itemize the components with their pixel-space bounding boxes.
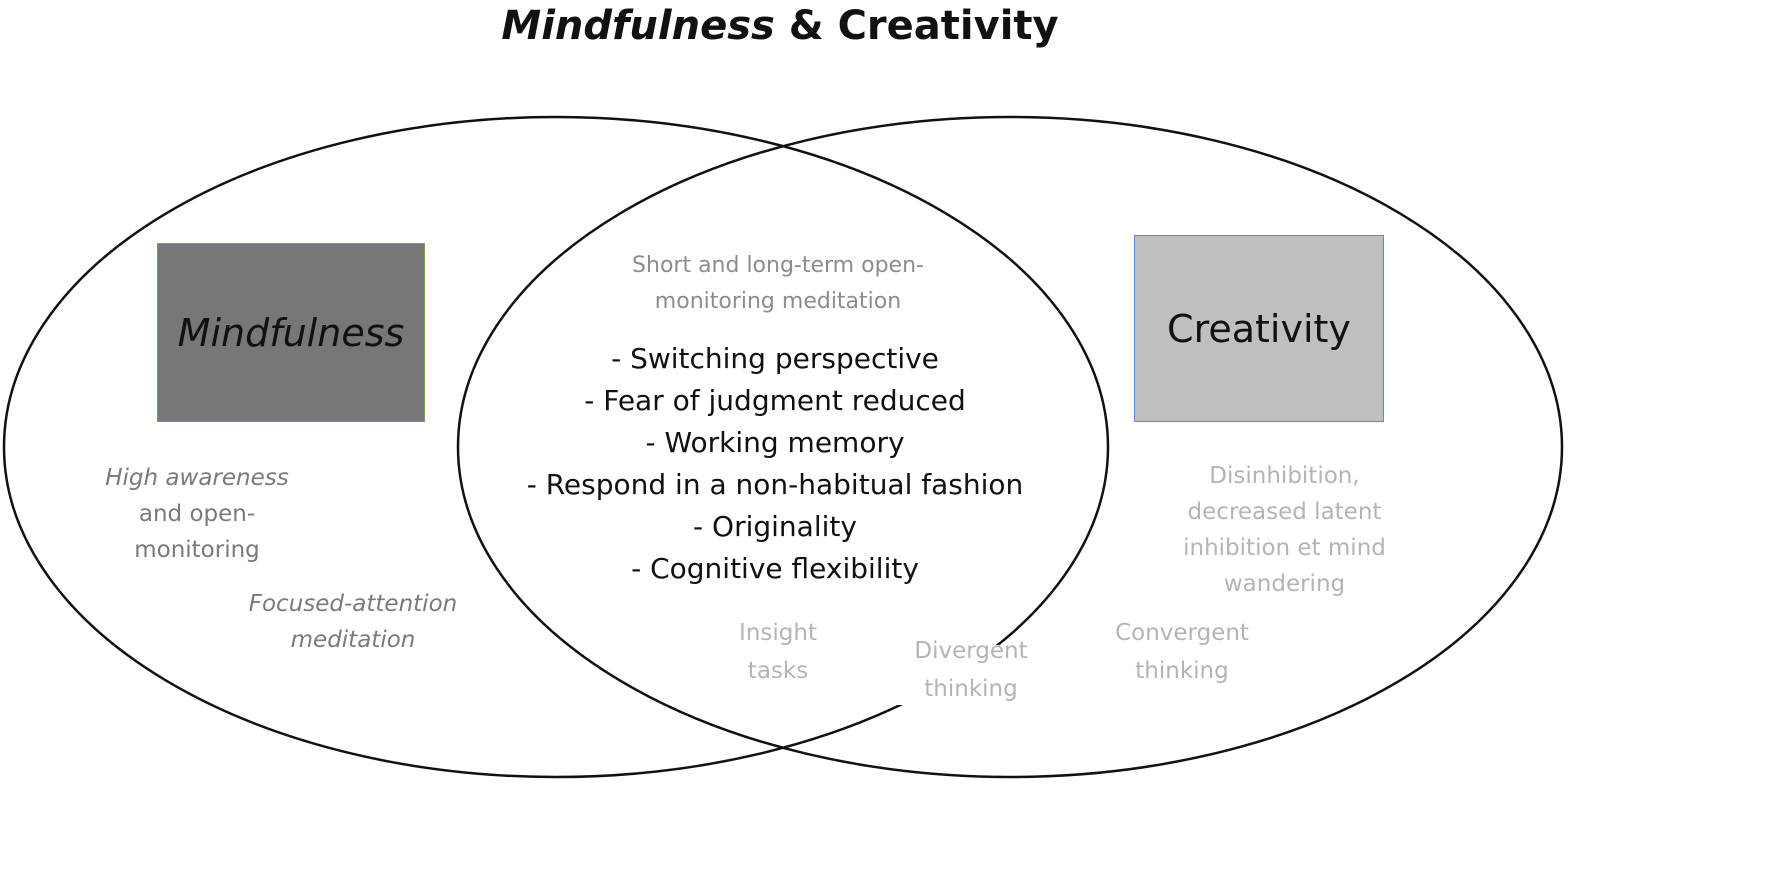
mindfulness-box-label: Mindfulness — [177, 310, 405, 355]
overlap-intro: Short and long-term open- monitoring med… — [578, 248, 978, 320]
high-awareness-line: and open- — [138, 501, 256, 527]
mechanism-item: - Respond in a non-habitual fashion — [526, 468, 1024, 501]
divergent-thinking-line: Divergent — [914, 638, 1028, 664]
insight-tasks-line: Insight — [739, 620, 817, 646]
insight-tasks-label: Insight tasks — [708, 614, 848, 690]
mechanism-item: - Originality — [693, 510, 857, 543]
creativity-box-label: Creativity — [1167, 306, 1351, 351]
focused-attention-line: Focused-attention — [248, 591, 458, 617]
convergent-thinking-line: Convergent — [1115, 620, 1249, 646]
creativity-box: Creativity — [1134, 235, 1384, 422]
overlap-mechanisms: - Switching perspective - Fear of judgme… — [470, 338, 1080, 590]
diagram-title: Mindfulness & Creativity — [0, 2, 1560, 50]
disinhibition-line: wandering — [1223, 571, 1346, 597]
focused-attention-text: Focused-attention meditation — [222, 586, 484, 658]
divergent-thinking-line: thinking — [924, 676, 1018, 702]
high-awareness-italic: High awareness — [105, 465, 289, 491]
disinhibition-line: inhibition et mind — [1183, 535, 1386, 561]
disinhibition-line: decreased latent — [1187, 499, 1382, 525]
convergent-thinking-line: thinking — [1135, 658, 1229, 684]
creativity-ellipse — [456, 115, 1564, 779]
convergent-thinking-label: Convergent thinking — [1102, 614, 1262, 690]
divergent-thinking-label: Divergent thinking — [896, 632, 1046, 708]
title-rest: & Creativity — [774, 3, 1059, 49]
mindfulness-box: Mindfulness — [157, 243, 425, 422]
mechanism-item: - Switching perspective — [611, 342, 939, 375]
mechanism-item: - Working memory — [645, 426, 905, 459]
divergent-gap — [885, 645, 1025, 705]
disinhibition-line: Disinhibition, — [1209, 463, 1360, 489]
high-awareness-text: High awareness and open- monitoring — [72, 460, 322, 568]
mindfulness-ellipse — [2, 115, 1110, 779]
overlap-intro-line: monitoring meditation — [654, 289, 902, 314]
focused-attention-line: meditation — [290, 627, 416, 653]
high-awareness-line: monitoring — [134, 537, 260, 563]
mechanism-item: - Cognitive flexibility — [631, 552, 919, 585]
mechanism-item: - Fear of judgment reduced — [584, 384, 966, 417]
title-emphasis: Mindfulness — [501, 3, 775, 49]
insight-tasks-line: tasks — [747, 658, 809, 684]
disinhibition-text: Disinhibition, decreased latent inhibiti… — [1152, 458, 1417, 602]
overlap-intro-line: Short and long-term open- — [632, 253, 924, 278]
